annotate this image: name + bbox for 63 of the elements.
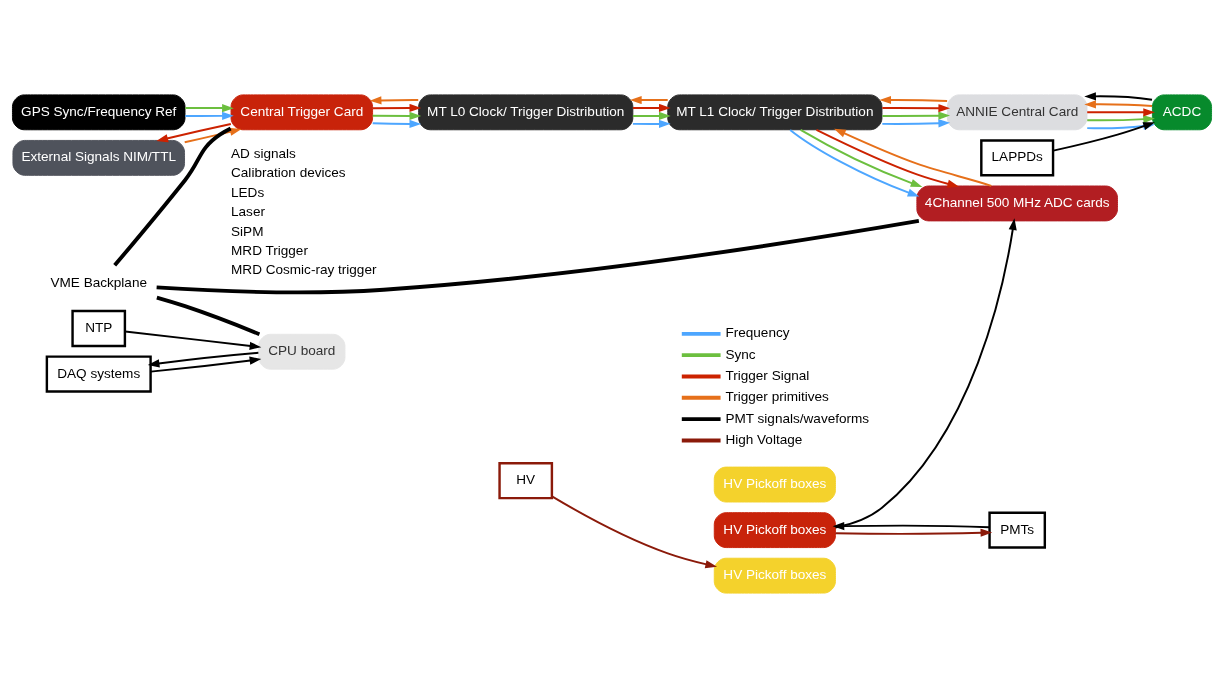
arrow <box>881 104 951 113</box>
node-box: GPS Sync/Frequency Ref <box>11 94 186 131</box>
node-box: 4Channel 500 MHz ADC cards <box>916 185 1118 222</box>
arrow <box>630 95 669 105</box>
arrow <box>789 128 920 197</box>
node-box: External Signals NIM/TTL <box>12 139 185 176</box>
node-box: HV Pickoff boxes <box>713 557 836 594</box>
arrow <box>799 128 923 187</box>
label: Calibration devices <box>231 165 346 181</box>
node-box: MT L1 Clock/ Trigger Distribution <box>667 94 883 131</box>
arrow <box>832 522 991 531</box>
arrow <box>834 218 1017 529</box>
arrow <box>551 495 717 569</box>
node-box: ACDC <box>1151 94 1213 131</box>
label: SiPM <box>231 223 264 239</box>
arrow <box>371 119 422 129</box>
arrow <box>1086 122 1155 131</box>
arrow <box>1084 92 1153 101</box>
label: MRD Cosmic-ray trigger <box>231 262 377 278</box>
label: Laser <box>231 204 265 220</box>
label: AD signals <box>231 146 296 162</box>
node-box: Central Trigger Card <box>230 94 374 131</box>
arrow <box>149 356 262 373</box>
arrow <box>147 351 260 368</box>
arrow <box>632 119 671 128</box>
legend-label: Trigger primitives <box>725 389 829 405</box>
arrow <box>879 95 949 105</box>
legend-label: High Voltage <box>725 432 803 448</box>
node-text: VME Backplane <box>50 274 147 290</box>
connector <box>156 295 261 336</box>
arrow <box>815 128 960 188</box>
node-box: CPU board <box>258 333 346 370</box>
node-box: ANNIE Central Card <box>946 94 1088 131</box>
node-box: HV Pickoff boxes <box>713 512 836 549</box>
legend-label: Frequency <box>725 325 790 341</box>
node-box: HV Pickoff boxes <box>713 466 836 503</box>
legend-label: Sync <box>725 346 756 362</box>
label: LEDs <box>231 184 265 200</box>
arrow <box>632 103 671 113</box>
arrow <box>881 119 951 128</box>
arrow <box>124 330 262 350</box>
arrow <box>1052 122 1155 152</box>
arrow <box>369 96 420 105</box>
arrow <box>881 111 951 120</box>
node-box: LAPPDs <box>980 139 1055 177</box>
arrow <box>184 111 234 120</box>
label: MRD Trigger <box>231 243 308 259</box>
node-box: HV <box>498 462 554 500</box>
legend-label: PMT signals/waveforms <box>725 410 870 426</box>
legend-label: Trigger Signal <box>725 368 810 384</box>
node-box: DAQ systems <box>45 355 152 393</box>
arrow <box>1086 108 1155 117</box>
node-box: NTP <box>71 309 127 348</box>
node-box: MT L0 Clock/ Trigger Distribution <box>418 94 634 131</box>
arrow <box>834 528 993 537</box>
arrow <box>632 111 671 121</box>
arrow <box>1086 115 1155 124</box>
arrow <box>371 103 422 113</box>
arrow <box>371 111 422 121</box>
connector <box>156 219 920 295</box>
arrow <box>184 103 234 113</box>
node-box: PMTs <box>988 511 1046 549</box>
arrow <box>1084 100 1153 109</box>
